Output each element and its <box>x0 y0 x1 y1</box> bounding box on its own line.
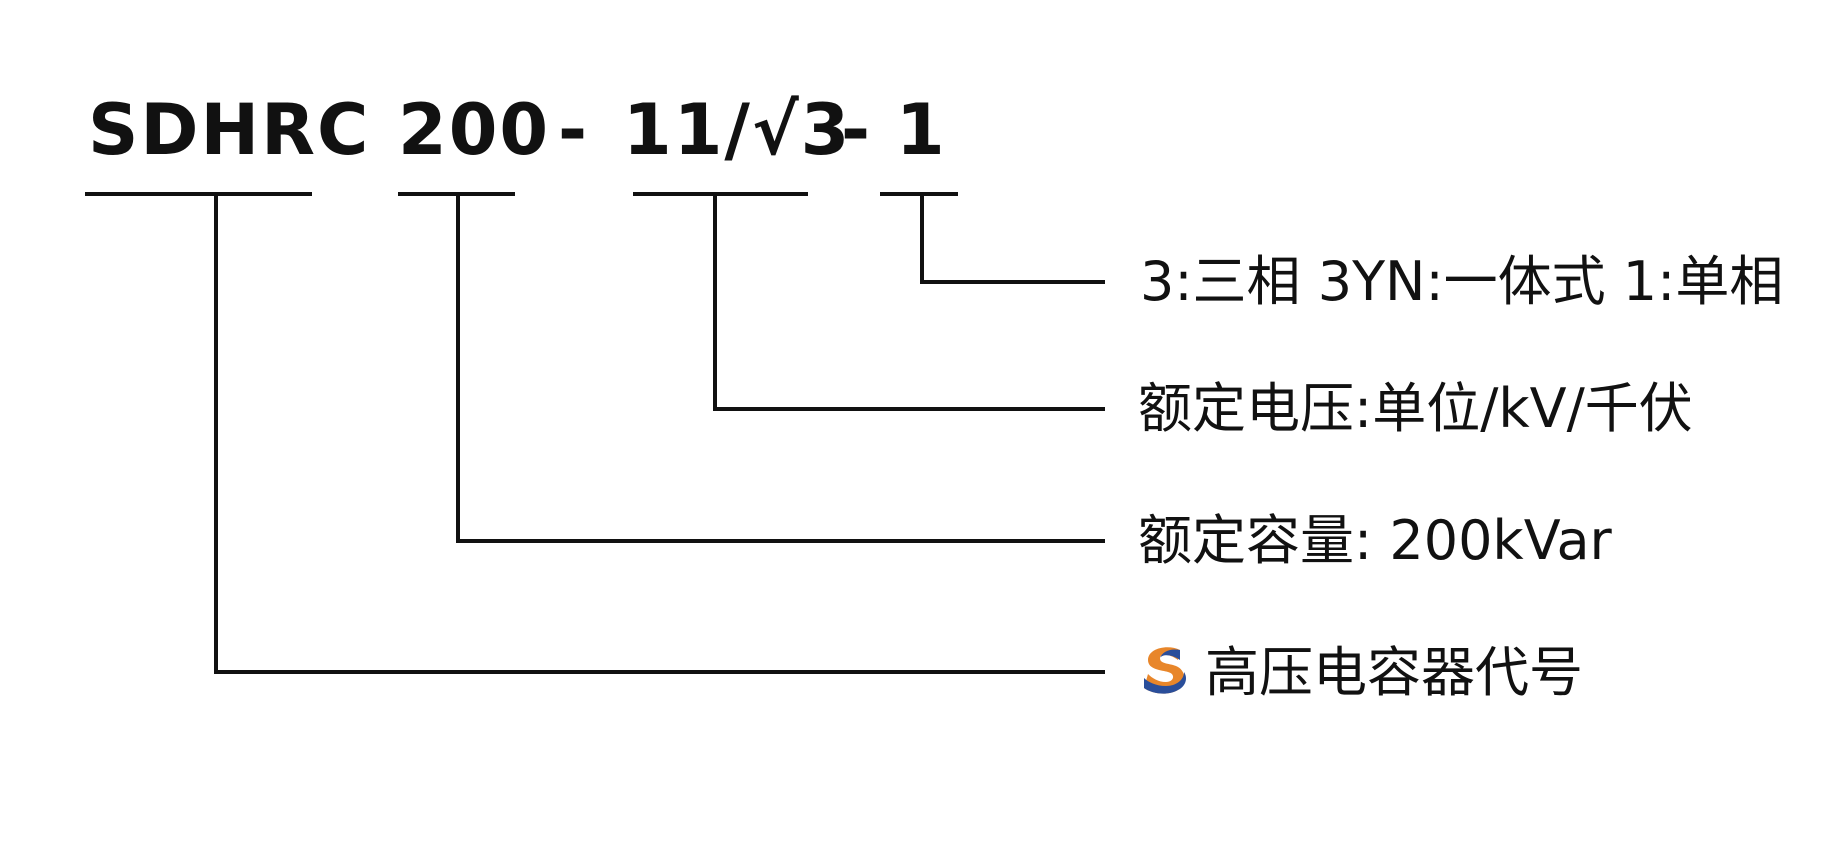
leader-capacity <box>456 194 1105 543</box>
desc-phase: 3:三相 3YN:一体式 1:单相 <box>1140 250 1784 313</box>
desc-voltage: 额定电压:单位/kV/千伏 <box>1138 377 1693 440</box>
code-capacity: 200 <box>398 89 551 171</box>
desc-capacity: 额定容量: 200kVar <box>1138 509 1612 572</box>
code-series: SDHRC <box>88 89 371 171</box>
leader-series <box>214 194 1105 674</box>
code-phase: 1 <box>896 89 947 171</box>
leader-voltage <box>713 194 1105 411</box>
code-dash-1: - <box>558 89 590 171</box>
code-dash-2: - <box>841 89 873 171</box>
code-voltage: 11/√3 <box>623 89 852 171</box>
desc-series: 高压电容器代号 <box>1205 641 1583 704</box>
company-logo-icon <box>1144 647 1186 694</box>
leader-phase <box>920 194 1105 284</box>
